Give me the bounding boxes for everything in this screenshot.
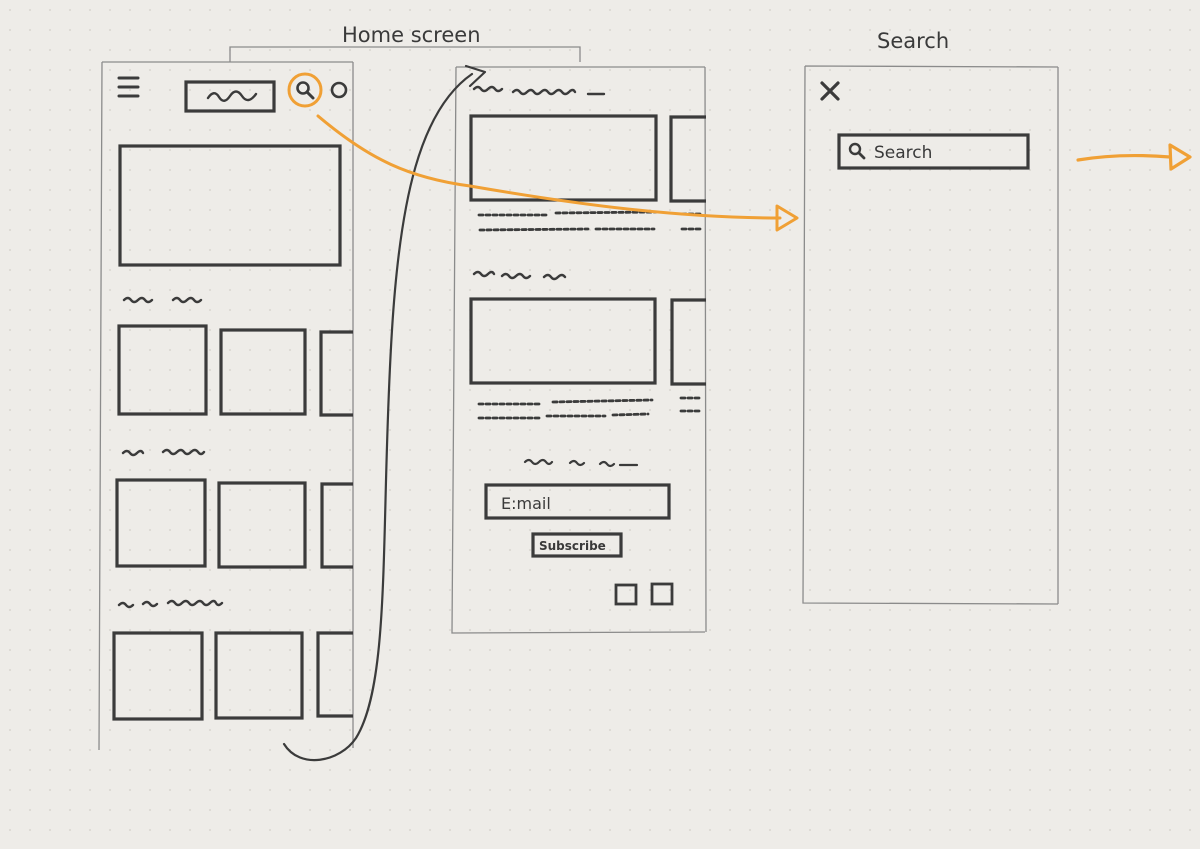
video-card-partial: [670, 298, 706, 386]
caption-lines: [477, 210, 704, 232]
card-partial: [320, 482, 353, 569]
search-screen-label: Search: [877, 29, 949, 53]
card-partial: [319, 330, 353, 417]
section-heading-a: [472, 85, 606, 96]
card[interactable]: [219, 328, 307, 416]
social-icon[interactable]: [650, 582, 674, 606]
hamburger-menu-icon[interactable]: [117, 76, 140, 98]
profile-circle-icon[interactable]: [330, 81, 348, 99]
subscribe-button-label: Subscribe: [539, 539, 606, 553]
card-partial: [316, 631, 353, 718]
home-screen-frame-top: [98, 61, 354, 751]
social-icon[interactable]: [614, 583, 638, 606]
video-card-partial: [669, 115, 706, 203]
search-icon[interactable]: [287, 72, 323, 108]
section-heading-b: [472, 270, 567, 281]
logo-squiggle-icon: [206, 90, 258, 102]
caption-lines: [477, 396, 704, 420]
newsletter-heading: [523, 458, 639, 468]
section-heading-1: [122, 296, 203, 304]
hero-image: [118, 144, 342, 267]
card[interactable]: [217, 481, 307, 569]
card[interactable]: [112, 631, 204, 721]
home-screen-frame-bottom: E:mail Subscribe: [451, 66, 707, 634]
section-heading-2: [121, 448, 206, 457]
search-field[interactable]: Search: [837, 133, 1030, 170]
card[interactable]: [117, 324, 208, 416]
subscribe-button[interactable]: Subscribe: [531, 532, 623, 558]
section-heading-3: [117, 599, 224, 609]
scroll-flow-arrow: [282, 64, 487, 762]
search-field-placeholder: Search: [874, 143, 932, 163]
search-field-icon: [848, 142, 866, 160]
logo-placeholder: [184, 80, 276, 113]
next-step-arrow: [1076, 143, 1192, 171]
email-field-placeholder: E:mail: [501, 494, 551, 513]
search-screen-frame: Search: [802, 65, 1059, 605]
search-flow-arrow: [316, 114, 799, 232]
card[interactable]: [214, 631, 304, 720]
video-card[interactable]: [469, 114, 658, 202]
close-icon[interactable]: [820, 81, 840, 101]
card[interactable]: [115, 478, 207, 568]
home-screen-bracket: [229, 46, 581, 62]
email-field[interactable]: E:mail: [484, 483, 671, 520]
video-card[interactable]: [469, 297, 657, 385]
home-screen-label: Home screen: [342, 23, 481, 47]
